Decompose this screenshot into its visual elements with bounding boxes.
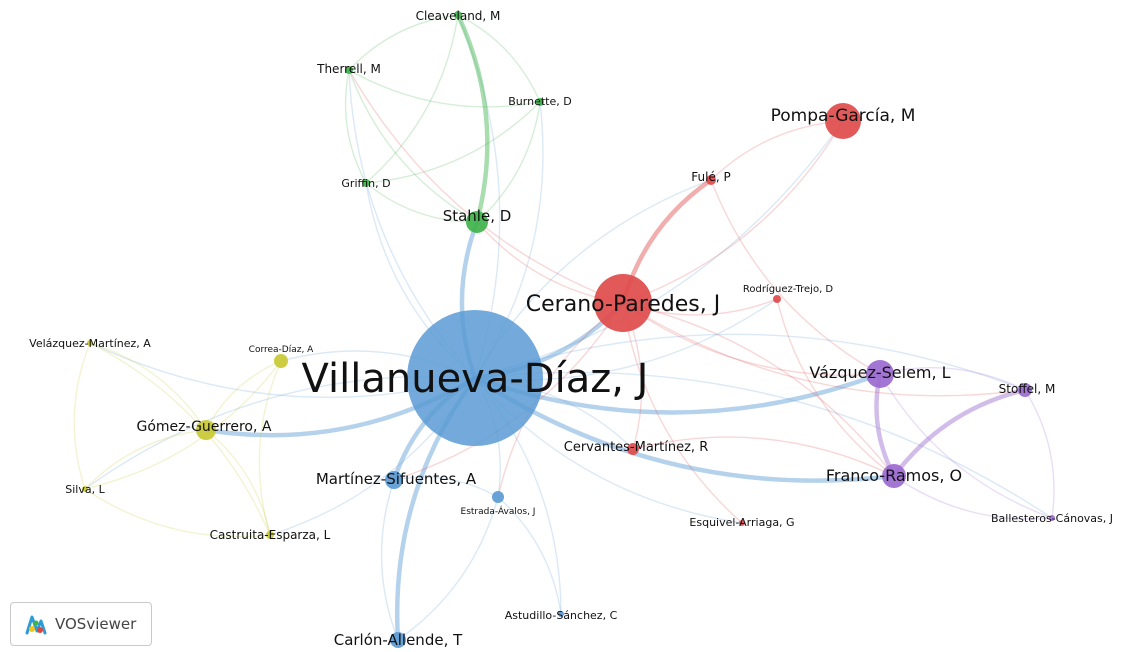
node-as[interactable] <box>558 611 564 617</box>
node-label-st: Stoffel, M <box>999 382 1056 396</box>
node-ea[interactable] <box>739 520 745 526</box>
node-ms[interactable] <box>385 471 403 489</box>
link-sd-gr <box>365 182 478 223</box>
link-st-bc <box>1024 389 1055 519</box>
link-sd-th <box>348 69 478 223</box>
link-ca-es <box>397 496 499 641</box>
link-cp-fr <box>622 302 895 477</box>
node-label-th: Therrell, M <box>316 62 381 76</box>
labels-layer: Villanueva-Díaz, J Cerano-Paredes, J Pompa… <box>29 9 1113 649</box>
node-label-si: Silva, L <box>65 483 105 496</box>
link-fr-bc <box>893 475 1053 520</box>
node-label-cd: Correa-Díaz, A <box>249 345 315 355</box>
node-cd[interactable] <box>274 354 288 368</box>
node-label-pg: Pompa-García, M <box>771 106 916 126</box>
node-cm[interactable] <box>627 443 639 455</box>
vosviewer-logo-text: VOSviewer <box>55 615 137 633</box>
link-si-ce <box>84 488 271 538</box>
node-label-as: Astudillo-Sánchez, C <box>505 609 618 622</box>
node-gr[interactable] <box>362 179 370 187</box>
node-pg[interactable] <box>825 103 861 139</box>
node-label-bc: Ballesteros-Cánovas, J <box>991 512 1113 525</box>
link-rt-fr <box>776 298 895 477</box>
link-vd-st <box>474 333 1026 391</box>
node-label-vm: Velázquez-Martínez, A <box>29 337 151 350</box>
link-fr-st <box>892 387 1026 478</box>
nodes-layer <box>82 11 1055 648</box>
node-th[interactable] <box>345 66 353 74</box>
link-ms-ca <box>380 479 399 641</box>
node-label-fr: Franco-Ramos, O <box>826 466 962 485</box>
node-bc[interactable] <box>1049 515 1055 521</box>
link-cp-th <box>348 69 624 304</box>
link-cl-bu <box>457 14 541 103</box>
node-sd[interactable] <box>466 211 488 233</box>
node-label-es: Estrada-Ávalos, J <box>461 505 536 517</box>
link-cl-th <box>348 14 459 71</box>
link-gg-cd <box>205 360 282 431</box>
link-th-bu <box>348 69 541 108</box>
node-fu[interactable] <box>706 175 716 185</box>
node-cp[interactable] <box>594 274 652 332</box>
link-cd-ce <box>258 360 282 536</box>
link-vs-st <box>879 367 1026 391</box>
node-label-fu: Fulé, P <box>691 170 730 184</box>
link-cp-st <box>622 302 1026 397</box>
link-es-as <box>497 496 562 615</box>
node-vm[interactable] <box>87 340 93 346</box>
link-gg-ce <box>205 429 271 536</box>
link-th-gr <box>344 69 367 184</box>
link-ms-es <box>393 476 499 498</box>
link-vm-si <box>73 342 91 490</box>
node-label-ms: Martínez-Sifuentes, A <box>316 470 477 488</box>
node-bu[interactable] <box>536 98 544 106</box>
link-vs-bc <box>879 373 1053 519</box>
vosviewer-logo: VOSviewer <box>10 602 152 646</box>
link-bu-gr <box>365 101 541 184</box>
node-vs[interactable] <box>866 360 894 388</box>
link-cp-vs <box>622 302 881 376</box>
node-ce[interactable] <box>266 531 274 539</box>
link-vd-bc <box>474 371 1053 519</box>
link-sd-bu <box>476 101 541 223</box>
node-label-cp: Cerano-Paredes, J <box>526 292 720 317</box>
node-label-ce: Castruita-Esparza, L <box>210 528 331 542</box>
link-vs-fr <box>874 373 896 478</box>
node-label-cl: Cleaveland, M <box>416 9 501 23</box>
node-label-ea: Esquivel-Arriaga, G <box>689 516 794 529</box>
node-label-sd: Stahle, D <box>443 207 512 225</box>
node-label-vs: Vázquez-Selem, L <box>809 363 950 382</box>
node-label-bu: Burnette, D <box>508 95 571 108</box>
node-gg[interactable] <box>196 420 216 440</box>
link-gg-si <box>84 429 207 490</box>
node-rt[interactable] <box>773 295 781 303</box>
link-cp-es <box>497 302 624 498</box>
link-cp-pg <box>622 120 844 304</box>
node-label-ca: Carlón-Allende, T <box>334 631 463 649</box>
node-label-vd: Villanueva-Díaz, J <box>302 356 649 402</box>
node-cl[interactable] <box>454 11 462 19</box>
link-vm-ce <box>89 342 271 536</box>
node-fr[interactable] <box>882 464 906 488</box>
link-cp-ea <box>622 302 743 524</box>
node-label-cm: Cervantes-Martínez, R <box>564 440 708 455</box>
link-sd-cl <box>455 14 490 223</box>
link-cd-si <box>84 360 282 490</box>
link-gg-vm <box>89 342 207 431</box>
vosviewer-logo-icon <box>25 615 47 635</box>
link-fu-vs <box>710 179 881 375</box>
node-label-rt: Rodríguez-Trejo, D <box>743 283 834 295</box>
node-st[interactable] <box>1018 383 1032 397</box>
node-vd[interactable] <box>407 310 543 446</box>
node-es[interactable] <box>492 491 504 503</box>
node-ca[interactable] <box>390 632 406 648</box>
node-si[interactable] <box>82 486 88 492</box>
link-cm-fr <box>632 436 895 477</box>
node-label-gr: Griffin, D <box>341 177 390 190</box>
node-label-gg: Gómez-Guerrero, A <box>137 419 272 435</box>
link-cl-gr <box>365 14 459 184</box>
